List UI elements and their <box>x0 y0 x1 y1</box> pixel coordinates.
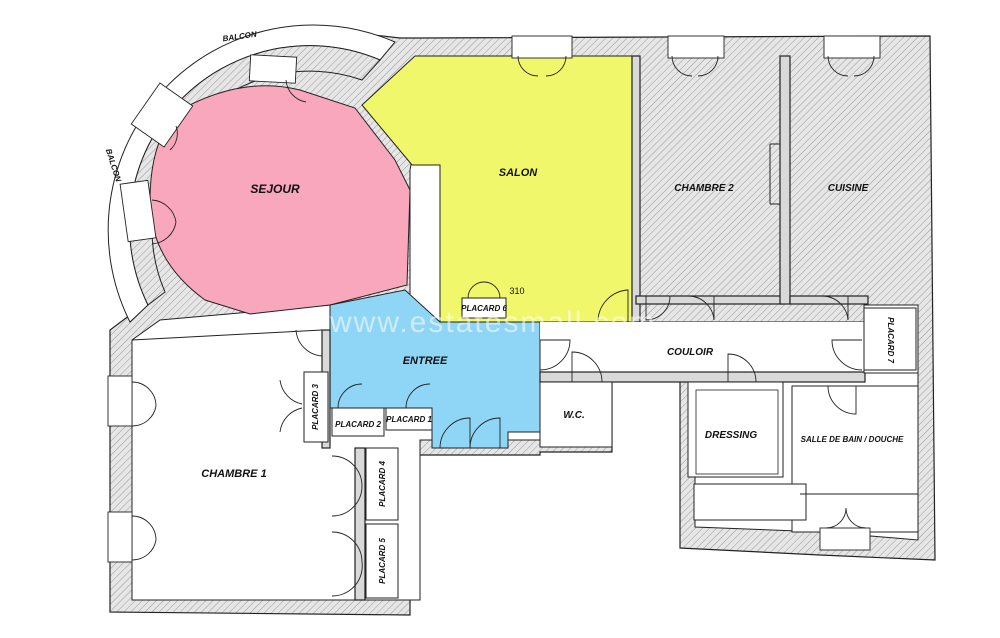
label-chambre2: CHAMBRE 2 <box>674 183 734 194</box>
window-bath <box>819 527 871 551</box>
closet-placard3 <box>303 371 329 443</box>
label-placard2: PLACARD 2 <box>335 420 381 429</box>
label-placard3: PLACARD 3 <box>311 384 320 430</box>
closet-placard2 <box>331 407 385 437</box>
label-sejour: SEJOUR <box>250 182 300 196</box>
windows <box>107 35 881 563</box>
label-salle-de-bain: SALLE DE BAIN / DOUCHE <box>801 435 904 444</box>
closet-placard4 <box>365 447 399 521</box>
dimension-label: 310 <box>509 286 524 296</box>
window-chambre2 <box>667 35 725 59</box>
label-placard5: PLACARD 5 <box>378 538 387 584</box>
label-placard1: PLACARD 1 <box>386 415 432 424</box>
window-cuisine <box>823 35 881 59</box>
label-couloir: COULOIR <box>667 347 714 358</box>
label-entree: ENTREE <box>403 355 448 367</box>
window-chambre1-a <box>107 375 133 427</box>
closet-placard6 <box>461 297 507 319</box>
watermark: www.estatesmall.com <box>329 306 656 339</box>
closets <box>303 297 917 599</box>
label-placard7: PLACARD 7 <box>886 317 895 363</box>
label-chambre1: CHAMBRE 1 <box>201 468 266 480</box>
label-dressing: DRESSING <box>705 430 757 441</box>
label-cuisine: CUISINE <box>828 183 869 194</box>
window-chambre1-b <box>107 511 133 563</box>
closet-placard1 <box>385 407 433 431</box>
label-placard6: PLACARD 6 <box>461 304 507 313</box>
closet-placard5 <box>365 523 399 599</box>
label-wc: W.C. <box>563 410 584 421</box>
closet-placard7 <box>863 307 917 371</box>
window-salon <box>511 35 573 59</box>
doors <box>131 55 875 597</box>
label-placard4: PLACARD 4 <box>378 461 387 507</box>
label-salon: SALON <box>499 167 539 179</box>
room-sejour <box>149 85 411 315</box>
